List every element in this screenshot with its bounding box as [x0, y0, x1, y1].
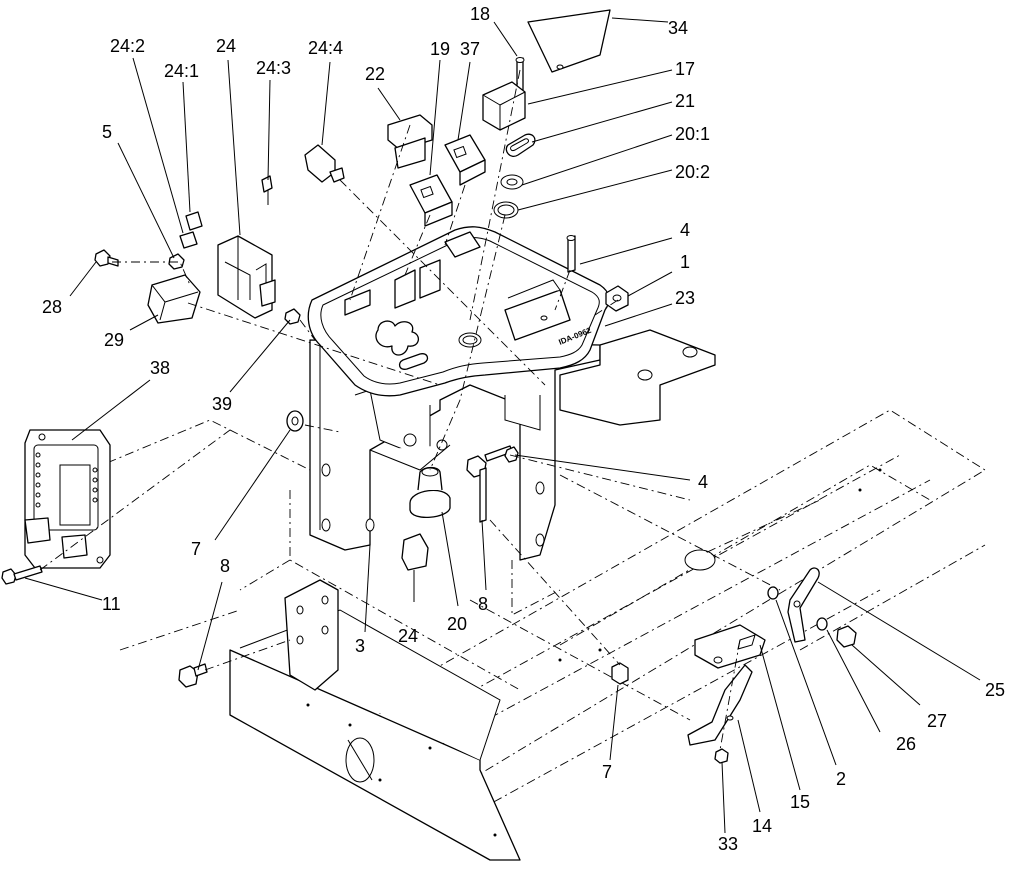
- callout-11: 11: [102, 594, 121, 614]
- plug-24-4: [304, 144, 345, 183]
- connector-24: [401, 533, 429, 571]
- callout-20-2: 20:2: [675, 162, 710, 182]
- callout-24-3: 24:3: [256, 58, 291, 78]
- switch-37: [444, 134, 486, 186]
- angle-bracket-23: [559, 329, 716, 426]
- washer-26: [816, 617, 828, 631]
- callout-1: 1: [680, 252, 690, 272]
- callout-24: 24: [216, 36, 236, 56]
- bolt-8-lower: [178, 663, 208, 688]
- callout-8-middle: 8: [478, 594, 488, 614]
- fuse-24-1: [185, 211, 203, 231]
- screw-4-upper: [566, 235, 576, 273]
- callout-5: 5: [102, 122, 112, 142]
- callout-27: 27: [927, 711, 947, 731]
- callout-20-1: 20:1: [675, 124, 710, 144]
- callout-29: 29: [104, 330, 124, 350]
- lower-left-bracket: [284, 579, 339, 691]
- screw-28: [94, 249, 119, 267]
- callout-15: 15: [790, 792, 810, 812]
- cover-block-17: [482, 81, 526, 131]
- fuse-24-2: [179, 231, 198, 249]
- fuse-block-24: [217, 235, 276, 319]
- callout-37: 37: [460, 39, 480, 59]
- callout-25: 25: [985, 680, 1005, 700]
- callout-labels: 34 18 17 21 20:1 20:2 37 19 22 24:4 24 2…: [42, 4, 1005, 854]
- nut-33: [714, 748, 729, 764]
- nut-7-lower: [611, 662, 629, 685]
- callout-22: 22: [365, 64, 385, 84]
- callout-3: 3: [355, 636, 365, 656]
- callout-7-upper: 7: [191, 539, 201, 559]
- callout-7-lower: 7: [602, 762, 612, 782]
- callout-18: 18: [470, 4, 490, 24]
- callout-28: 28: [42, 297, 62, 317]
- callout-2: 2: [836, 769, 846, 789]
- controller-module-38: [24, 429, 111, 569]
- nut-5: [168, 253, 185, 270]
- callout-33: 33: [718, 834, 738, 854]
- nut-1: [605, 285, 629, 312]
- screw-4-middle: [484, 445, 519, 463]
- bracket-15: [694, 624, 766, 669]
- callout-24-1: 24:1: [164, 61, 199, 81]
- rocker-22: [387, 114, 433, 169]
- assembly-lines: [39, 69, 781, 751]
- bezel-21: [505, 133, 536, 157]
- callout-24-2: 24:2: [110, 36, 145, 56]
- callout-24-4: 24:4: [308, 38, 343, 58]
- callout-24-connector: 24: [398, 626, 418, 646]
- washer-2: [767, 586, 779, 600]
- lever-25: [787, 567, 820, 643]
- bolt-27: [836, 625, 857, 648]
- callout-20: 20: [447, 614, 467, 634]
- control-panel-plate: IDA-0962: [307, 226, 610, 397]
- relay-29: [147, 274, 201, 324]
- callout-21: 21: [675, 91, 695, 111]
- callout-8-lower: 8: [220, 556, 230, 576]
- callout-17: 17: [675, 59, 695, 79]
- switch-20: [409, 466, 451, 518]
- ring-20-2: [493, 201, 519, 219]
- washer-20-1: [500, 174, 524, 190]
- callout-4-middle: 4: [698, 472, 708, 492]
- callout-4-upper: 4: [680, 220, 690, 240]
- frame-rail: [229, 609, 521, 861]
- callout-38: 38: [150, 358, 170, 378]
- callout-23: 23: [675, 288, 695, 308]
- switch-19: [409, 174, 453, 227]
- callout-34: 34: [668, 18, 688, 38]
- screw-11: [1, 565, 43, 585]
- callout-leaders: [24, 17, 981, 834]
- nut-39: [284, 308, 301, 325]
- callout-26: 26: [896, 734, 916, 754]
- washer-7-upper: [286, 410, 304, 432]
- callout-39: 39: [212, 394, 232, 414]
- bolt-8-middle: [466, 455, 487, 523]
- frame-tube: [558, 464, 931, 662]
- decal-34: [527, 9, 611, 73]
- arm-14: [687, 664, 753, 746]
- callout-19: 19: [430, 39, 450, 59]
- callout-14: 14: [752, 816, 772, 836]
- fuse-24-3: [261, 175, 273, 205]
